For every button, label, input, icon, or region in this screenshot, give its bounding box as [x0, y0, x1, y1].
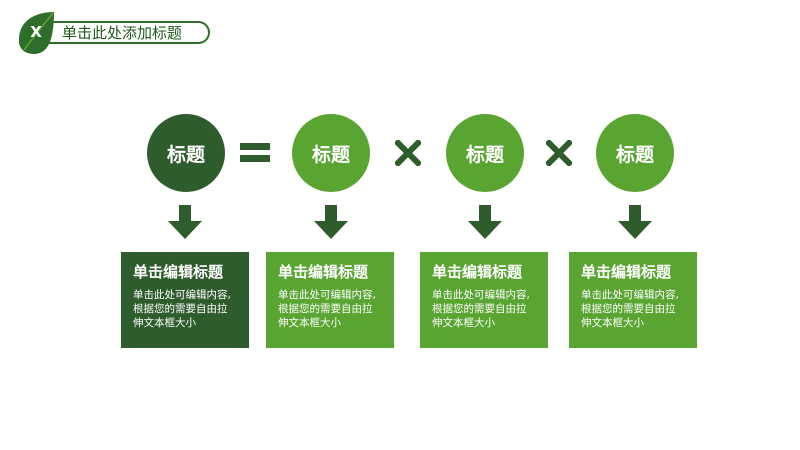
card-desc-line: 单击此处可编辑内容, — [133, 289, 231, 301]
title-frame — [48, 21, 210, 44]
card-title: 单击编辑标题 — [432, 263, 523, 281]
circle-factor-2[interactable]: 标题 — [446, 114, 524, 192]
card-4[interactable]: 单击编辑标题 单击此处可编辑内容, 根据您的需要自由拉 伸文本框大小 — [569, 252, 697, 348]
card-1[interactable]: 单击编辑标题 单击此处可编辑内容, 根据您的需要自由拉 伸文本框大小 — [121, 252, 249, 348]
arrow-down-icon — [468, 205, 502, 239]
card-title: 单击编辑标题 — [278, 263, 369, 281]
multiply-icon — [395, 140, 421, 166]
circle-result[interactable]: 标题 — [147, 114, 225, 192]
circle-factor-3[interactable]: 标题 — [596, 114, 674, 192]
card-desc-line: 根据您的需要自由拉 — [581, 303, 676, 315]
multiply-icon — [546, 140, 572, 166]
arrow-down-icon — [618, 205, 652, 239]
card-description: 单击此处可编辑内容, 根据您的需要自由拉 伸文本框大小 — [133, 288, 237, 330]
card-desc-line: 根据您的需要自由拉 — [432, 303, 527, 315]
card-desc-line: 伸文本框大小 — [432, 317, 495, 329]
card-desc-line: 根据您的需要自由拉 — [278, 303, 373, 315]
card-description: 单击此处可编辑内容, 根据您的需要自由拉 伸文本框大小 — [581, 288, 685, 330]
equals-icon — [240, 140, 270, 166]
card-desc-line: 单击此处可编辑内容, — [581, 289, 679, 301]
card-desc-line: 单击此处可编辑内容, — [432, 289, 530, 301]
arrow-down-icon — [314, 205, 348, 239]
circle-factor-1[interactable]: 标题 — [292, 114, 370, 192]
card-desc-line: 伸文本框大小 — [278, 317, 341, 329]
card-title: 单击编辑标题 — [581, 263, 672, 281]
card-desc-line: 根据您的需要自由拉 — [133, 303, 228, 315]
card-title: 单击编辑标题 — [133, 263, 224, 281]
card-2[interactable]: 单击编辑标题 单击此处可编辑内容, 根据您的需要自由拉 伸文本框大小 — [266, 252, 394, 348]
logo-letter: X — [30, 23, 42, 41]
slide-title[interactable]: 单击此处添加标题 — [62, 24, 183, 42]
card-desc-line: 伸文本框大小 — [133, 317, 196, 329]
card-3[interactable]: 单击编辑标题 单击此处可编辑内容, 根据您的需要自由拉 伸文本框大小 — [420, 252, 548, 348]
card-desc-line: 单击此处可编辑内容, — [278, 289, 376, 301]
card-description: 单击此处可编辑内容, 根据您的需要自由拉 伸文本框大小 — [278, 288, 382, 330]
card-description: 单击此处可编辑内容, 根据您的需要自由拉 伸文本框大小 — [432, 288, 536, 330]
slide-header: X 单击此处添加标题 — [0, 0, 800, 60]
card-desc-line: 伸文本框大小 — [581, 317, 644, 329]
arrow-down-icon — [168, 205, 202, 239]
leaf-logo-icon — [18, 11, 55, 54]
